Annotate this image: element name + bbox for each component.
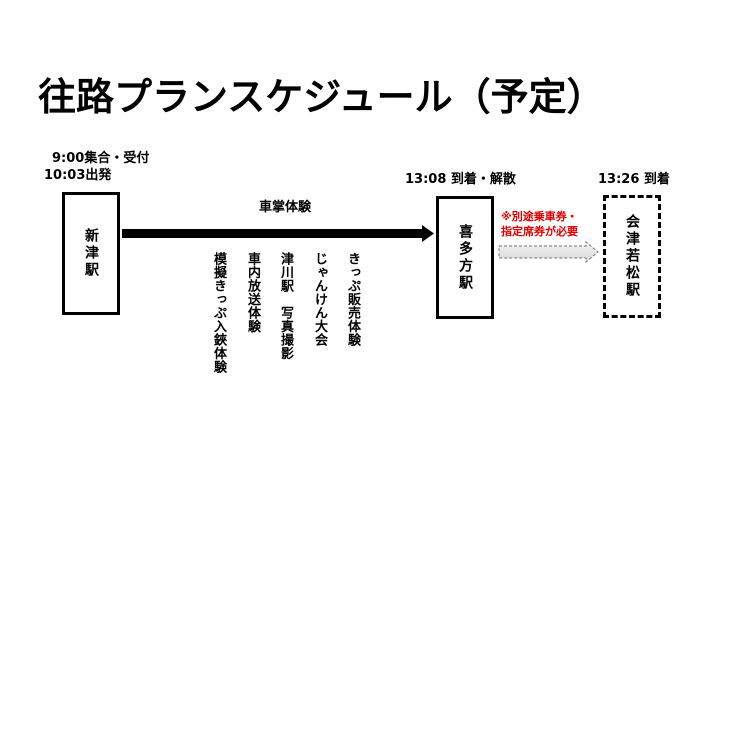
extra-ticket-note-line1: ※別途乗車券・ <box>501 210 578 223</box>
start-gather-time: 9:00集合・受付 <box>52 151 150 166</box>
mid-station-box: 喜多方駅 <box>436 196 494 319</box>
end-arrival-time: 13:26 到着 <box>598 172 670 187</box>
start-station-box: 新津駅 <box>62 192 120 315</box>
activity-janken: じゃんけん大会 <box>312 252 327 347</box>
segment2-arrow <box>498 240 599 264</box>
start-departure-time: 10:03出発 <box>44 168 112 183</box>
extra-ticket-note-line2: 指定席券が必要 <box>501 225 578 238</box>
segment1-label: 車掌体験 <box>259 200 312 215</box>
segment1-arrow <box>122 225 434 242</box>
activity-photo: 津川駅 写真撮影 <box>278 252 293 360</box>
mid-station-name: 喜多方駅 <box>457 223 474 292</box>
activity-announcement: 車内放送体験 <box>245 252 260 333</box>
end-station-box: 会津若松駅 <box>603 195 661 318</box>
activity-ticket-punch: 模擬きっぷ入鋏体験 <box>211 252 226 374</box>
page-title: 往路プランスケジュール（予定） <box>38 75 605 119</box>
mid-arrival-time: 13:08 到着・解散 <box>405 172 516 187</box>
end-station-name: 会津若松駅 <box>624 214 641 299</box>
start-station-name: 新津駅 <box>83 228 100 279</box>
activity-ticket-sales: きっぷ販売体験 <box>345 252 360 347</box>
